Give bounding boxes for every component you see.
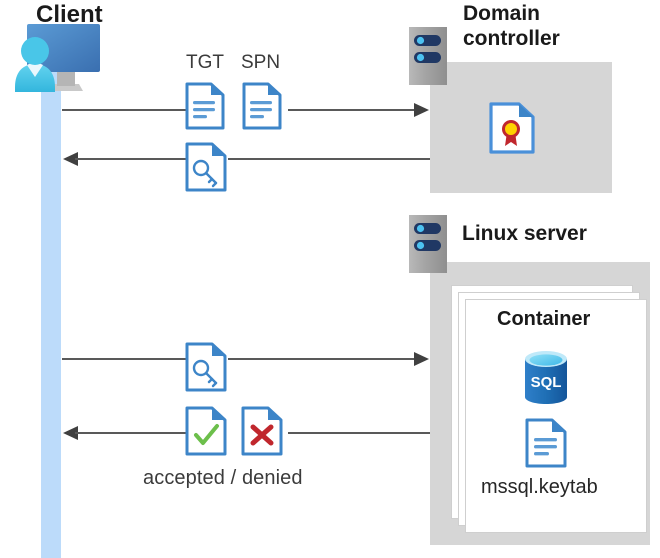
flow-2-arrowhead — [62, 151, 78, 167]
tgt-document-icon — [185, 82, 225, 130]
sql-database-icon: SQL — [521, 349, 571, 405]
client-lifeline — [41, 62, 61, 558]
container-title: Container — [497, 308, 591, 330]
spn-document-icon — [242, 82, 282, 130]
domain-controller-title-line2: controller — [463, 26, 560, 50]
tgt-label: TGT — [186, 52, 224, 73]
server-rack-icon — [409, 27, 447, 85]
spn-label: SPN — [241, 52, 281, 73]
flow-2-line-left — [75, 158, 186, 160]
client-title: Client — [36, 1, 103, 28]
flow-3-arrowhead — [414, 351, 430, 367]
flow-4-arrowhead — [62, 425, 78, 441]
flow-1-line-right — [288, 109, 417, 111]
accepted-denied-label: accepted / denied — [143, 467, 303, 489]
flow-1-arrowhead — [414, 102, 430, 118]
check-document-icon — [185, 406, 227, 456]
linux-server-title: Linux server — [462, 222, 587, 245]
container-card-front — [465, 299, 647, 533]
server-rack-icon — [409, 215, 447, 273]
flow-1-line-left — [62, 109, 186, 111]
key-document-icon — [185, 142, 227, 192]
text-document-icon — [525, 418, 567, 468]
flow-4-line-right — [288, 432, 430, 434]
cross-document-icon — [241, 406, 283, 456]
flow-4-line-left — [75, 432, 186, 434]
flow-2-line-right — [228, 158, 430, 160]
keytab-filename-label: mssql.keytab — [481, 476, 598, 498]
domain-controller-title: Domain controller — [463, 2, 623, 52]
svg-text:SQL: SQL — [531, 374, 562, 391]
user-monitor-icon — [6, 18, 114, 110]
certificate-document-icon — [489, 102, 535, 154]
flow-3-line-left — [62, 358, 186, 360]
key-document-icon — [185, 342, 227, 392]
flow-3-line-right — [228, 358, 417, 360]
domain-controller-title-line1: Domain — [463, 2, 541, 25]
